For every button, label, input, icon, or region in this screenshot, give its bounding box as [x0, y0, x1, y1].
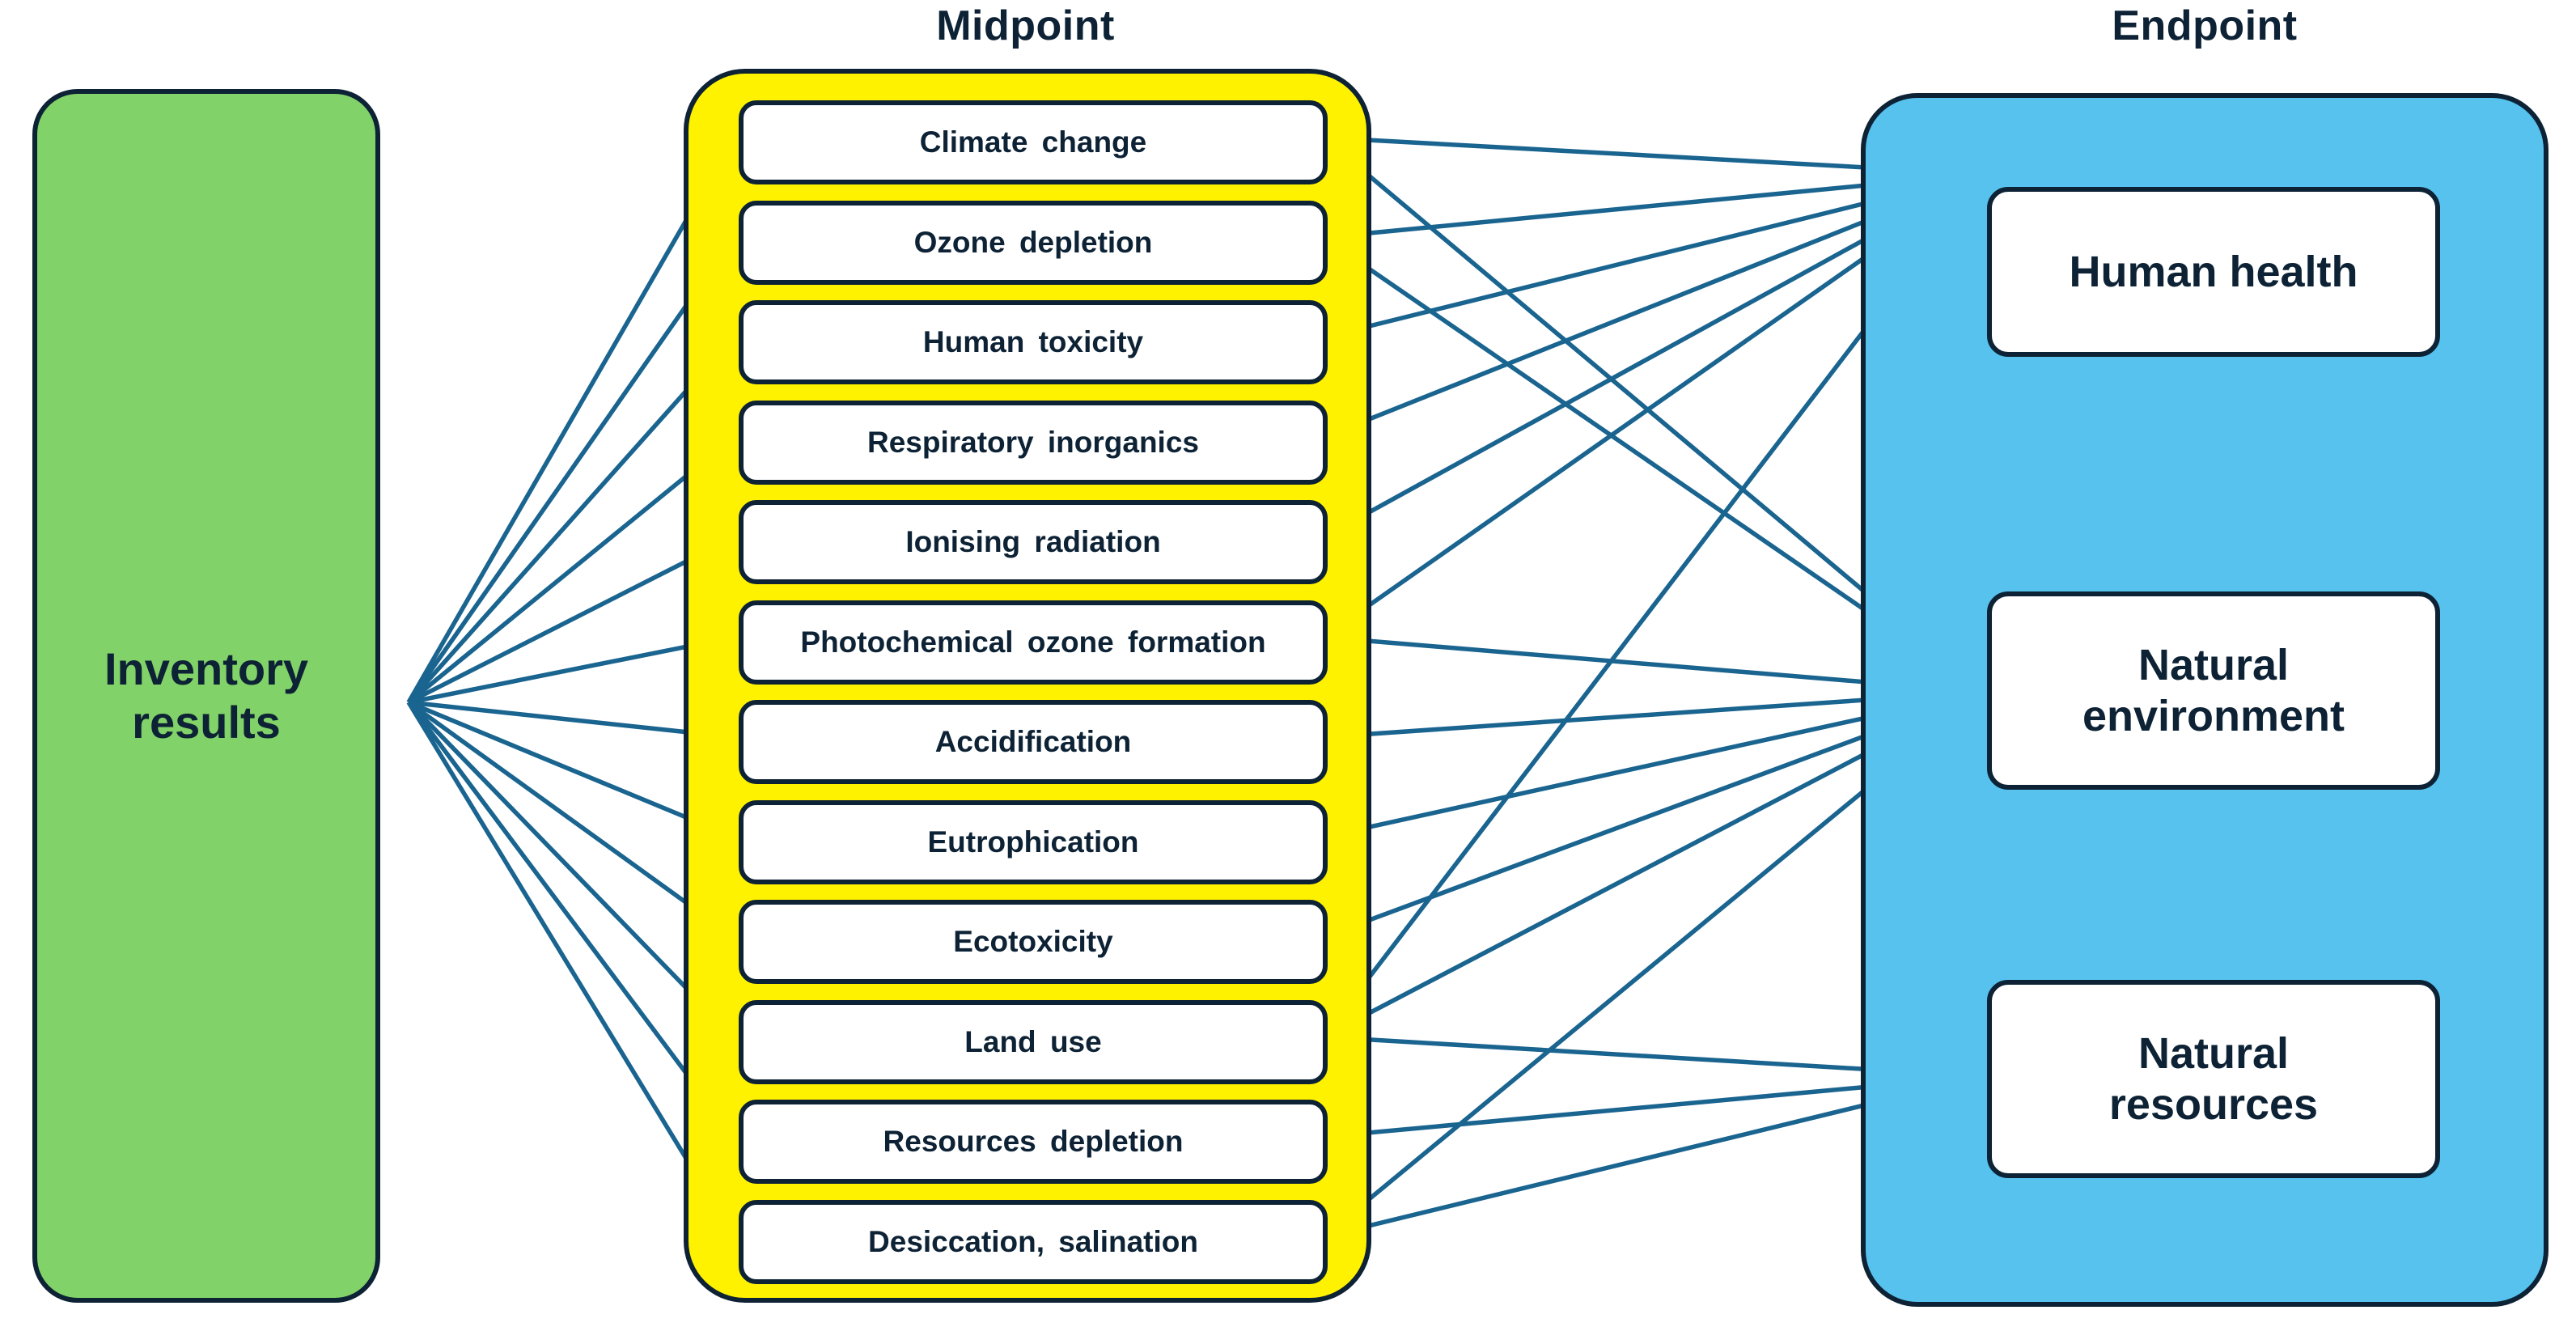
midpoint-item-photochemical-ozone-formation[interactable]: Photochemical ozone formation: [739, 600, 1328, 685]
midpoint-item-label: Human toxicity: [922, 325, 1144, 358]
midpoint-item-resources-depletion[interactable]: Resources depletion: [739, 1100, 1328, 1184]
endpoint-group-container: Human health Natural environment Natural…: [1861, 93, 2548, 1307]
midpoint-item-ecotoxicity[interactable]: Ecotoxicity: [739, 900, 1328, 984]
midpoint-item-label: Photochemical ozone formation: [800, 625, 1266, 659]
endpoint-item-label: Natural environment: [2082, 640, 2345, 740]
midpoint-item-ozone-depletion[interactable]: Ozone depletion: [739, 200, 1328, 285]
midpoint-group-container: Climate change Ozone depletion Human tox…: [684, 69, 1371, 1303]
midpoint-item-accidification[interactable]: Accidification: [739, 700, 1328, 784]
midpoint-item-desiccation-salination[interactable]: Desiccation, salination: [739, 1199, 1328, 1284]
midpoint-item-label: Respiratory inorganics: [866, 425, 1199, 459]
midpoint-item-human-toxicity[interactable]: Human toxicity: [739, 300, 1328, 384]
inventory-results-box: Inventory results: [32, 89, 380, 1303]
midpoint-item-respiratory-inorganics[interactable]: Respiratory inorganics: [739, 400, 1328, 485]
endpoint-item-label: Human health: [2069, 247, 2358, 296]
midpoint-item-ionising-radiation[interactable]: Ionising radiation: [739, 500, 1328, 584]
midpoint-item-label: Resources depletion: [883, 1125, 1184, 1158]
endpoint-item-label: Natural resources: [2108, 1028, 2319, 1129]
midpoint-item-label: Climate change: [919, 125, 1147, 159]
midpoint-item-label: Accidification: [934, 725, 1132, 758]
midpoint-item-climate-change[interactable]: Climate change: [739, 100, 1328, 184]
midpoint-item-label: Eutrophication: [927, 825, 1139, 859]
midpoint-item-label: Ecotoxicity: [953, 925, 1113, 958]
endpoint-column-heading: Endpoint: [2112, 2, 2298, 49]
midpoint-item-label: Ozone depletion: [913, 225, 1153, 259]
midpoint-item-label: Desiccation, salination: [868, 1224, 1198, 1258]
midpoint-item-eutrophication[interactable]: Eutrophication: [739, 799, 1328, 884]
inventory-results-label: Inventory results: [104, 642, 309, 748]
endpoint-item-human-health[interactable]: Human health: [1987, 187, 2440, 357]
endpoint-item-natural-environment[interactable]: Natural environment: [1987, 591, 2440, 790]
midpoint-item-land-use[interactable]: Land use: [739, 999, 1328, 1084]
midpoint-item-label: Land use: [964, 1024, 1102, 1058]
endpoint-item-natural-resources[interactable]: Natural resources: [1987, 980, 2440, 1178]
midpoint-column-heading: Midpoint: [936, 2, 1115, 49]
midpoint-item-label: Ionising radiation: [905, 525, 1161, 558]
